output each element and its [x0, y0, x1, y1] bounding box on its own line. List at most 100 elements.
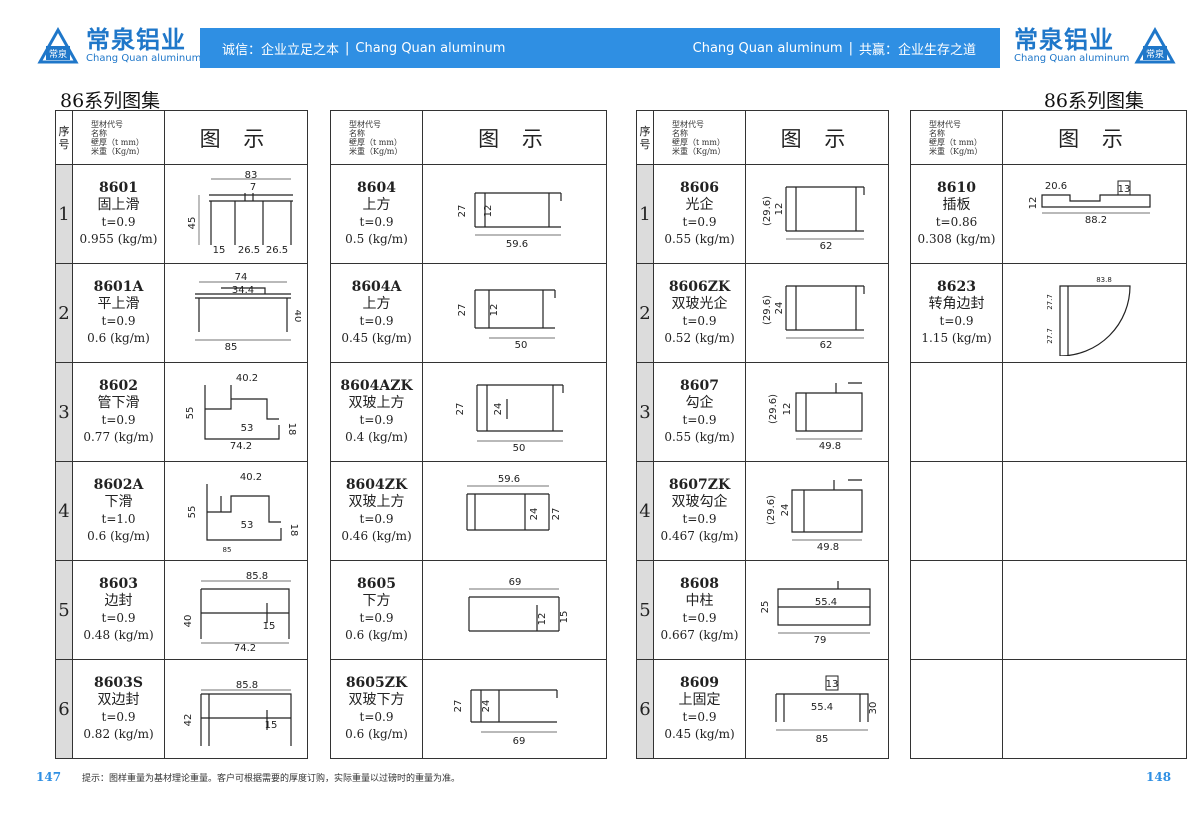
svg-text:88.2: 88.2: [1084, 215, 1106, 226]
svg-text:27.7: 27.7: [1046, 328, 1054, 344]
svg-text:59.6: 59.6: [497, 474, 519, 485]
profile-drawing: 59.6 24 27: [422, 461, 607, 561]
svg-text:34.4: 34.4: [232, 285, 254, 296]
profile-drawing: (29.6) 24 62: [745, 263, 889, 363]
profile-drawing: 40.2 55 53 18 85: [164, 461, 308, 561]
svg-text:常泉: 常泉: [49, 48, 67, 60]
svg-text:7: 7: [250, 182, 256, 193]
svg-text:18: 18: [286, 423, 297, 436]
svg-text:69: 69: [512, 736, 525, 747]
profile-drawing: 74 34.4 40 85: [164, 263, 308, 363]
svg-text:53: 53: [241, 423, 254, 434]
svg-text:25: 25: [760, 601, 771, 614]
svg-text:85.8: 85.8: [246, 571, 268, 582]
svg-text:50: 50: [514, 340, 527, 351]
svg-text:12: 12: [782, 403, 793, 416]
svg-text:27: 27: [453, 700, 464, 713]
svg-text:40: 40: [292, 310, 301, 323]
empty-cell: [1002, 461, 1187, 561]
svg-text:42: 42: [183, 714, 194, 727]
svg-text:12: 12: [483, 205, 494, 218]
svg-text:55: 55: [185, 407, 196, 420]
profile-drawing: (29.6) 24 49.8: [745, 461, 889, 561]
row-index: 1: [636, 164, 654, 264]
profile-drawing: 83.8 27.7 27.7: [1002, 263, 1187, 363]
brand-name-en: Chang Quan aluminum: [86, 53, 202, 64]
svg-text:55: 55: [187, 506, 198, 519]
svg-text:74: 74: [235, 272, 248, 283]
svg-text:13: 13: [826, 679, 839, 690]
profile-drawing: (29.6) 12 49.8: [745, 362, 889, 462]
brand-logo-left: 常泉 常泉铝业 Chang Quan aluminum: [36, 22, 205, 70]
header-slogan-right: 共赢：企业生存之道: [858, 42, 976, 58]
svg-text:49.8: 49.8: [817, 542, 839, 553]
header-spec: 型材代号名称 壁厚（t mm）米重（Kg/m）: [330, 110, 423, 165]
empty-cell: [1002, 362, 1187, 462]
svg-text:15: 15: [265, 720, 278, 731]
svg-text:74.2: 74.2: [234, 643, 256, 653]
row-index: 6: [636, 659, 654, 759]
svg-text:26.5: 26.5: [266, 245, 288, 256]
page-title-left: 86系列图集: [60, 90, 161, 112]
svg-text:13: 13: [1117, 184, 1130, 195]
profile-drawing: 83 7 45 15 26.5 26.5: [164, 164, 308, 264]
header-picture: 图 示: [164, 110, 308, 165]
profile-drawing: 27 12 59.6: [422, 164, 607, 264]
svg-text:24: 24: [529, 508, 540, 521]
svg-text:(29.6): (29.6): [766, 495, 777, 525]
header-slogan-left: 诚信：企业立足之本: [222, 42, 340, 58]
logo-mark-icon: 常泉: [36, 26, 82, 66]
header-bar-right: Chang Quan aluminum | 共赢：企业生存之道: [600, 28, 1000, 68]
header-bar-left: 诚信：企业立足之本 | Chang Quan aluminum: [200, 28, 600, 68]
header-en-left: Chang Quan aluminum: [355, 40, 506, 56]
svg-text:74.2: 74.2: [230, 441, 252, 452]
profile-drawing: 69 12 15: [422, 560, 607, 660]
svg-text:12: 12: [774, 203, 785, 216]
row-index: 6: [55, 659, 73, 759]
svg-text:53: 53: [241, 520, 254, 531]
profile-drawing: (29.6) 12 62: [745, 164, 889, 264]
header-spec: 型材代号名称 壁厚（t mm）米重（Kg/m）: [910, 110, 1003, 165]
svg-text:24: 24: [780, 504, 791, 517]
header-en-right: Chang Quan aluminum: [692, 40, 843, 56]
svg-text:12: 12: [489, 304, 500, 317]
svg-text:(29.6): (29.6): [768, 394, 779, 424]
svg-text:83: 83: [245, 171, 258, 181]
svg-text:85: 85: [225, 342, 238, 353]
profile-drawing: 85.8 42 15: [164, 659, 308, 759]
empty-cell: [910, 560, 1003, 660]
svg-text:85: 85: [223, 546, 232, 554]
empty-cell: [1002, 560, 1187, 660]
svg-text:59.6: 59.6: [505, 239, 527, 250]
header-spec: 型材代号名称 壁厚（t mm）米重（Kg/m）: [72, 110, 165, 165]
row-index: 2: [55, 263, 73, 363]
svg-text:12: 12: [537, 613, 548, 626]
svg-text:12: 12: [1028, 197, 1039, 210]
svg-text:83.8: 83.8: [1096, 276, 1112, 284]
footer-note: 提示：图样重量为基材理论重量。客户可根据需要的厚度订购，实际重量以过磅时的重量为…: [82, 774, 461, 784]
profile-drawing: 27 24 69: [422, 659, 607, 759]
svg-text:18: 18: [288, 524, 299, 537]
svg-text:79: 79: [814, 635, 827, 646]
svg-text:15: 15: [559, 611, 570, 624]
row-index: 5: [55, 560, 73, 660]
svg-text:62: 62: [820, 241, 833, 252]
svg-text:20.6: 20.6: [1044, 181, 1066, 192]
header-picture: 图 示: [745, 110, 889, 165]
brand-logo-right: 常泉 常泉铝业 Chang Quan aluminum: [1010, 22, 1179, 70]
page-number-right: 148: [1146, 770, 1172, 784]
